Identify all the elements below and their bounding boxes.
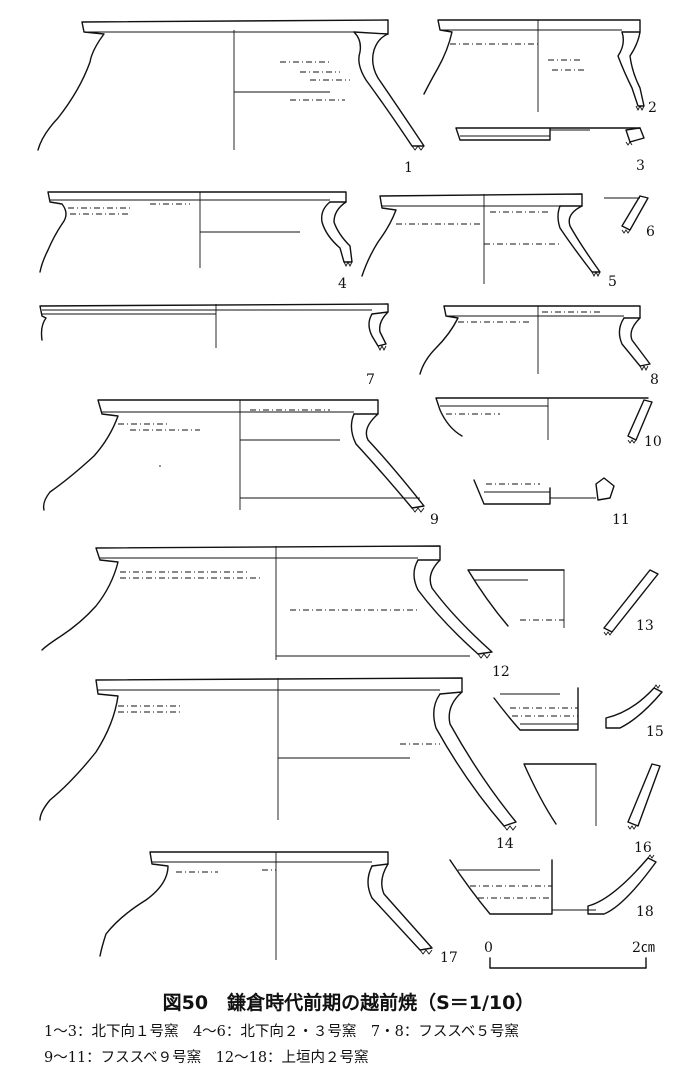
vessel-number: 9 bbox=[430, 512, 439, 528]
scale-bar: 0 2㎝ bbox=[484, 940, 655, 969]
pottery-drawings: 0 2㎝ 1 2 3 4 5 6 7 8 9 10 11 12 13 14 15… bbox=[37, 19, 664, 969]
vessel-4 bbox=[39, 191, 353, 273]
legend-line: 9～11：フススベ９号窯 12～18：上垣内２号窯 bbox=[44, 1050, 369, 1066]
vessel-14 bbox=[39, 677, 517, 831]
vessel-number: 13 bbox=[636, 618, 654, 634]
vessel-number: 16 bbox=[634, 840, 652, 856]
vessel-13 bbox=[467, 569, 659, 636]
vessel-7 bbox=[39, 303, 389, 352]
vessel-number: 6 bbox=[646, 224, 655, 240]
vessel-12 bbox=[41, 545, 493, 660]
vessel-2 bbox=[423, 19, 645, 112]
vessel-number: 15 bbox=[646, 724, 664, 740]
vessel-3 bbox=[455, 127, 645, 146]
vessel-8 bbox=[419, 305, 651, 375]
vessel-16 bbox=[523, 763, 661, 830]
vessel-number: 5 bbox=[608, 274, 617, 290]
vessel-5 bbox=[361, 193, 601, 284]
vessel-number: 7 bbox=[366, 372, 375, 388]
vessel-number: 1 bbox=[404, 160, 413, 176]
vessel-11 bbox=[473, 477, 615, 505]
vessel-number: 12 bbox=[492, 664, 510, 680]
vessel-6 bbox=[604, 195, 649, 234]
vessel-number: 17 bbox=[440, 950, 458, 966]
vessel-1 bbox=[37, 19, 425, 151]
vessel-number: 4 bbox=[338, 276, 347, 292]
figure-caption: 図50 鎌倉時代前期の越前焼（S＝1/10） bbox=[162, 992, 535, 1014]
scale-start-label: 0 bbox=[484, 940, 493, 956]
vessel-17 bbox=[99, 851, 433, 960]
vessel-number: 3 bbox=[636, 158, 645, 174]
legend-line: 1～3：北下向１号窯 4～6：北下向２・３号窯 7・8：フススベ５号窯 bbox=[44, 1024, 519, 1040]
vessel-number: 18 bbox=[636, 904, 654, 920]
vessel-18 bbox=[449, 854, 657, 915]
scale-end-label: 2㎝ bbox=[632, 940, 655, 956]
vessel-number: 2 bbox=[648, 100, 657, 116]
vessel-9 bbox=[42, 399, 425, 513]
vessel-number: 11 bbox=[612, 512, 630, 528]
vessel-number: 10 bbox=[644, 434, 662, 450]
vessel-10 bbox=[435, 397, 653, 444]
vessel-numbers: 1 2 3 4 5 6 7 8 9 10 11 12 13 14 15 16 1… bbox=[338, 100, 664, 966]
vessel-15 bbox=[493, 684, 663, 731]
vessel-number: 14 bbox=[496, 836, 514, 852]
vessel-number: 8 bbox=[650, 372, 659, 388]
